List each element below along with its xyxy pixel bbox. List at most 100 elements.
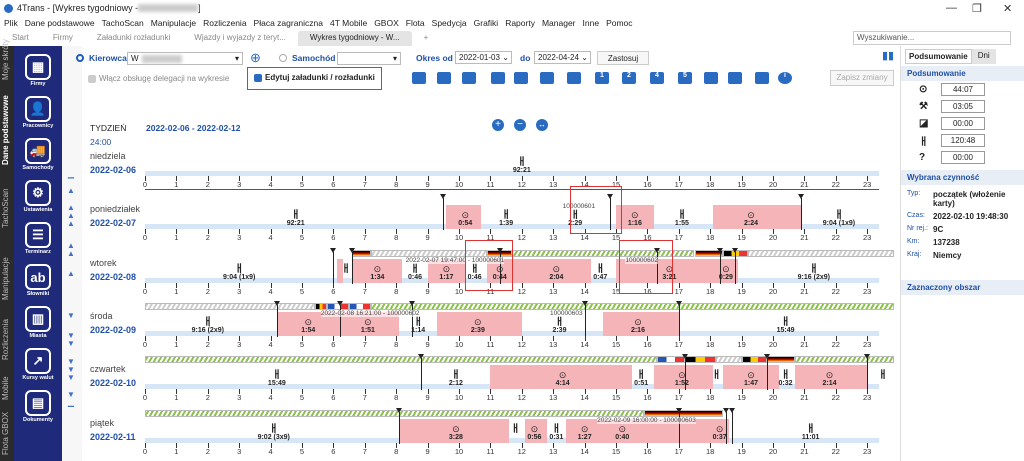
close-button[interactable]: ✕ [1003, 3, 1013, 15]
home-settings-icon[interactable] [755, 72, 769, 84]
pin-icon[interactable] [653, 247, 660, 253]
sidebar-item-samochody[interactable]: 🚚Samochody [19, 138, 57, 171]
edit-loads-checkbox[interactable]: Edytuj załadunki / rozładunki [247, 67, 382, 90]
event-marker[interactable] [678, 411, 680, 444]
pin-icon[interactable] [330, 247, 337, 253]
5-icon[interactable]: 5 [678, 72, 692, 84]
menu-item-7[interactable]: GBOX [374, 18, 399, 28]
event-marker[interactable] [801, 198, 803, 231]
fit-icon[interactable]: ↔ [536, 119, 548, 131]
tab-summary[interactable]: Podsumowanie [905, 49, 972, 64]
pin-icon[interactable] [729, 407, 736, 413]
driving-block[interactable] [487, 258, 591, 283]
pin-icon[interactable] [273, 300, 280, 306]
driving-block[interactable] [722, 365, 780, 390]
pin-icon[interactable] [716, 247, 723, 253]
sidebar-item-miasta[interactable]: ▥Miasta [19, 306, 57, 339]
menu-item-6[interactable]: 4T Mobile [330, 18, 368, 28]
driving-block[interactable] [524, 418, 547, 443]
menu-item-9[interactable]: Spedycja [431, 18, 467, 28]
driving-block[interactable] [713, 205, 802, 230]
scroll-bottom-icon[interactable]: ▼▁ [67, 390, 75, 407]
vehicle-radio[interactable] [279, 54, 287, 62]
pin-icon[interactable] [675, 300, 682, 306]
tab-0[interactable]: Start [12, 33, 29, 42]
sidebar-item-terminarz[interactable]: ☰Terminarz [19, 222, 57, 255]
1-icon[interactable]: 1 [595, 72, 609, 84]
vtab-6[interactable]: GBOX [1, 411, 10, 435]
zoom-in-icon[interactable]: + [492, 119, 504, 131]
driving-block[interactable] [794, 365, 868, 390]
sidebar-item-firmy[interactable]: ▦Firmy [19, 54, 57, 87]
menu-item-3[interactable]: Manipulacje [150, 18, 197, 28]
save-changes-button[interactable]: Zapisz zmiany [830, 70, 894, 86]
driver-select[interactable]: W▾ [127, 52, 243, 65]
event-marker[interactable] [421, 358, 423, 391]
double-down-icon[interactable]: ▼▼ [67, 331, 75, 348]
vtab-3[interactable]: Manipulacje [1, 257, 10, 300]
tab-2[interactable]: Załadunki rozładunki [96, 33, 171, 42]
event-marker[interactable] [333, 251, 335, 284]
event-marker[interactable] [766, 358, 768, 391]
double-up-icon[interactable]: ▲▲ [67, 241, 75, 258]
driving-block[interactable] [352, 258, 403, 283]
tab-days[interactable]: Dni [971, 49, 996, 64]
event-marker[interactable] [352, 251, 354, 284]
driver-radio[interactable] [76, 54, 84, 62]
tab-3[interactable]: Wjazdy i wyjazdy z teryt... [194, 33, 286, 42]
period-from-input[interactable]: 2022-01-03⌄ [455, 51, 512, 64]
delegation-checkbox[interactable]: Włącz obsługę delegacji na wykresie [88, 74, 229, 83]
pin-icon[interactable] [440, 194, 447, 200]
driving-block[interactable] [653, 365, 714, 390]
driving-block[interactable] [336, 258, 343, 283]
pin-icon[interactable] [408, 300, 415, 306]
up-icon[interactable]: ▲ [67, 269, 75, 278]
event-marker[interactable] [584, 304, 586, 337]
pin-icon[interactable] [418, 354, 425, 360]
zoom-out-icon[interactable]: − [514, 119, 526, 131]
event-marker[interactable] [443, 198, 445, 231]
pin-icon[interactable] [864, 354, 871, 360]
vtab-4[interactable]: Rozliczenia [1, 319, 10, 360]
tab-5[interactable]: + [423, 33, 429, 42]
scroll-top-icon[interactable]: ▔▲ [67, 178, 75, 195]
apply-button[interactable]: Zastosuj [597, 51, 649, 65]
pin-icon[interactable] [396, 407, 403, 413]
event-marker[interactable] [678, 304, 680, 337]
event-marker[interactable] [725, 411, 727, 444]
menu-item-0[interactable]: Plik [4, 18, 18, 28]
menu-item-5[interactable]: Płaca zagraniczna [253, 18, 324, 28]
menu-item-4[interactable]: Rozliczenia [203, 18, 247, 28]
pin-icon[interactable] [496, 247, 503, 253]
pin-icon[interactable] [581, 300, 588, 306]
minimize-button[interactable]: — [946, 2, 957, 14]
menu-item-12[interactable]: Manager [541, 18, 576, 28]
4-icon[interactable]: 4 [650, 72, 664, 84]
menu-item-13[interactable]: Inne [582, 18, 600, 28]
sidebar-item-ustawienia[interactable]: ⚙Ustawienia [19, 180, 57, 213]
menu-item-8[interactable]: Flota [405, 18, 425, 28]
pin-icon[interactable] [336, 300, 343, 306]
vehicle-select[interactable]: ▾ [337, 52, 401, 65]
event-marker[interactable] [276, 304, 278, 337]
pin-icon[interactable] [732, 247, 739, 253]
sidebar-item-kursy-walut[interactable]: ↗Kursy walut [19, 348, 57, 381]
period-to-input[interactable]: 2022-04-24⌄ [534, 51, 591, 64]
event-marker[interactable] [867, 358, 869, 391]
event-marker[interactable] [609, 198, 611, 231]
pin-icon[interactable] [349, 247, 356, 253]
vtab-5[interactable]: Mobile [1, 376, 10, 400]
driving-block[interactable] [616, 205, 654, 230]
driving-block[interactable] [603, 311, 679, 336]
event-marker[interactable] [411, 304, 413, 337]
gbox-1-icon[interactable] [704, 72, 718, 84]
sidebar-item-dokumenty[interactable]: ▤Dokumenty [19, 390, 57, 423]
border-icon[interactable] [514, 72, 528, 84]
event-marker[interactable] [719, 251, 721, 284]
menu-item-1[interactable]: Dane podstawowe [24, 18, 95, 28]
event-marker[interactable] [499, 251, 501, 284]
menu-item-11[interactable]: Raporty [505, 18, 535, 28]
load-up-icon[interactable] [491, 72, 505, 84]
pin-icon[interactable] [798, 194, 805, 200]
